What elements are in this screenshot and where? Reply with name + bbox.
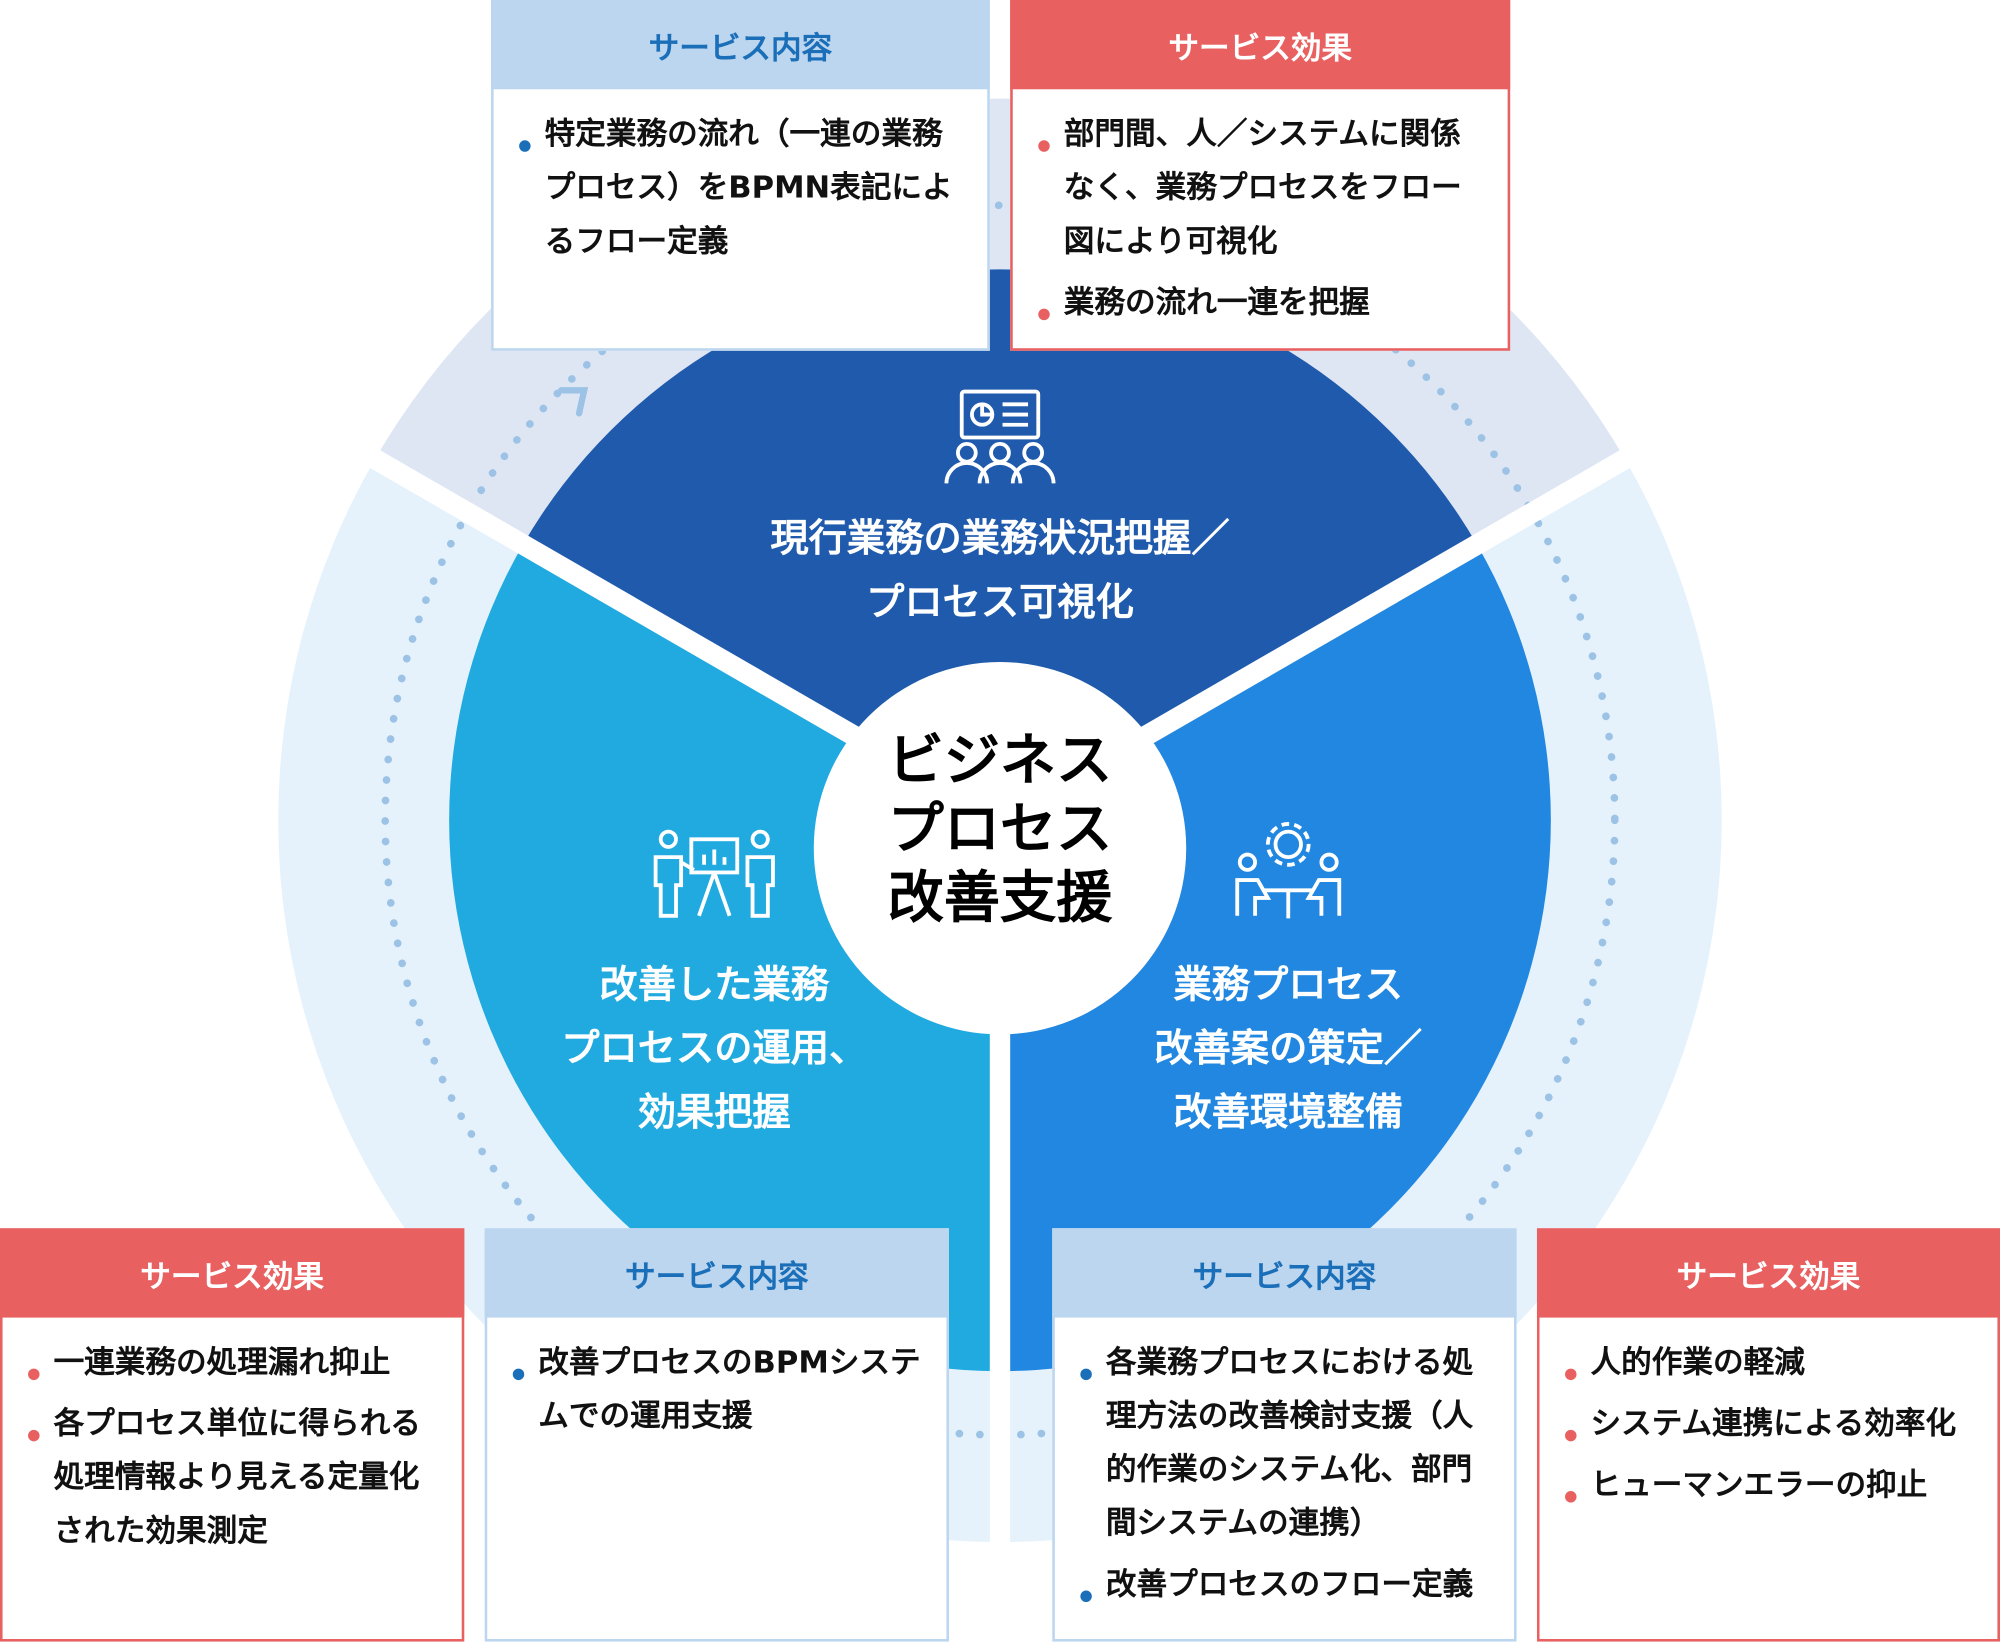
segment-right-line: 改善環境整備	[1173, 1090, 1404, 1136]
presentation-meeting-icon	[944, 389, 1056, 484]
box-title: サービス内容	[491, 0, 990, 90]
right-service-effect-box: サービス効果 人的作業の軽減 システム連携による効率化 ヒューマンエラーの抑止	[1536, 1228, 2000, 1642]
box-title: サービス効果	[0, 1228, 465, 1318]
box-title: サービス効果	[1536, 1228, 2000, 1318]
center-title: ビジネス プロセス 改善支援	[814, 727, 1186, 934]
segment-top	[522, 269, 1478, 821]
list-item: 改善プロセスのフロー定義	[1080, 1557, 1493, 1611]
segment-right-line: 改善案の策定／	[1154, 1026, 1423, 1072]
list-item: 部門間、人／システムに関係なく、業務プロセスをフロー図により可視化	[1038, 107, 1487, 268]
team-gear-icon	[1235, 822, 1342, 919]
segment-left-line: 効果把握	[637, 1090, 791, 1136]
segment-left-label: 改善した業務 プロセスの運用、 効果把握	[510, 954, 918, 1145]
segment-left-line: 改善した業務	[599, 963, 830, 1008]
box-title: サービス内容	[484, 1228, 949, 1318]
cycle-arrowhead-icon	[558, 387, 589, 417]
segment-right-label: 業務プロセス 改善案の策定／ 改善環境整備	[1084, 954, 1492, 1145]
presenter-board-icon	[653, 829, 775, 918]
left-service-content-box: サービス内容 改善プロセスのBPMシステムでの運用支援	[484, 1228, 949, 1642]
list-item: 改善プロセスのBPMシステムでの運用支援	[512, 1335, 926, 1442]
top-service-effect-box: サービス効果 部門間、人／システムに関係なく、業務プロセスをフロー図により可視化…	[1010, 0, 1511, 351]
list-item: ヒューマンエラーの抑止	[1565, 1458, 1977, 1512]
left-service-effect-box: サービス効果 一連業務の処理漏れ抑止 各プロセス単位に得られる処理情報より見える…	[0, 1228, 465, 1642]
center-circle	[813, 661, 1187, 1035]
list-item: 人的作業の軽減	[1565, 1335, 1977, 1389]
list-item: 各業務プロセスにおける処理方法の改善検討支援（人的作業のシステム化、部門間システ…	[1080, 1335, 1493, 1549]
top-service-content-box: サービス内容 特定業務の流れ（一連の業務プロセス）をBPMN表記によるフロー定義	[491, 0, 990, 351]
center-title-line: プロセス	[887, 797, 1113, 863]
list-item: 特定業務の流れ（一連の業務プロセス）をBPMN表記によるフロー定義	[519, 107, 967, 268]
box-title: サービス効果	[1010, 0, 1511, 90]
right-service-content-box: サービス内容 各業務プロセスにおける処理方法の改善検討支援（人的作業のシステム化…	[1052, 1228, 1517, 1642]
center-title-line: 改善支援	[887, 866, 1113, 932]
segment-right-line: 業務プロセス	[1173, 963, 1404, 1008]
list-item: 業務の流れ一連を把握	[1038, 276, 1487, 330]
segment-top-label: 現行業務の業務状況把握／ プロセス可視化	[745, 508, 1255, 636]
segment-top-line: プロセス可視化	[866, 580, 1134, 625]
segment-top-line: 現行業務の業務状況把握／	[770, 516, 1230, 562]
segment-left-line: プロセスの運用、	[561, 1026, 868, 1072]
list-item: システム連携による効率化	[1565, 1397, 1977, 1451]
list-item: 一連業務の処理漏れ抑止	[28, 1335, 441, 1389]
box-title: サービス内容	[1052, 1228, 1517, 1318]
list-item: 各プロセス単位に得られる処理情報より見える定量化された効果測定	[28, 1397, 441, 1558]
center-title-line: ビジネス	[887, 728, 1113, 794]
